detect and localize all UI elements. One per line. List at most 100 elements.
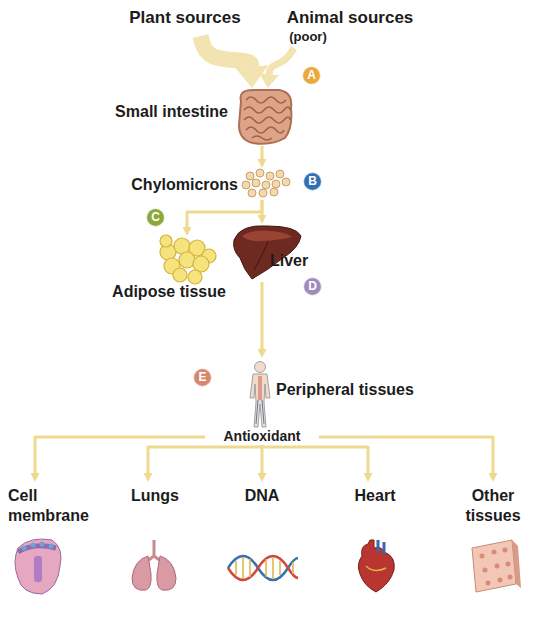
human-figure (256, 400, 264, 424)
node-label: (poor) (278, 29, 338, 45)
callout-circle-fill (147, 209, 165, 227)
pathway-label: Antioxidant (205, 428, 319, 445)
cell-membrane-icon (31, 543, 36, 548)
chylomicron-particles (256, 169, 264, 177)
callout-letter: B (303, 172, 322, 191)
flow-arrow (187, 200, 262, 227)
tissue-icon (480, 554, 485, 559)
liver-illustration (242, 231, 292, 242)
node-label: Adipose tissue (108, 282, 230, 302)
organ-node: Liver (232, 224, 332, 282)
lungs-icon (132, 556, 151, 590)
cell-membrane-icon (15, 539, 61, 594)
node-label: Animal sources (270, 8, 430, 29)
node-label: Lungs (120, 486, 190, 506)
small-intestine-illustration (244, 107, 290, 113)
callout-circle-fill (303, 67, 321, 85)
tissue-icon (483, 568, 488, 573)
small-intestine-illustration (252, 136, 272, 140)
adipose-tissue-illustration (173, 268, 187, 282)
node-label: Heart (340, 486, 410, 506)
callout-letter: E (193, 368, 212, 387)
chylomicron-particles (266, 172, 274, 180)
flow-arrow (261, 146, 264, 159)
tissue-icon (495, 564, 500, 569)
cell-membrane-icon (22, 542, 54, 551)
callout-letter: D (303, 277, 322, 296)
cell-membrane-icon (22, 546, 27, 551)
chylomicron-particles (282, 178, 290, 186)
tissue-icon (506, 562, 511, 567)
callout-letter: C (146, 208, 165, 227)
callout-circle: B (303, 172, 322, 191)
tissue-icon (472, 540, 521, 592)
human-figure (250, 362, 270, 428)
callout-circle: D (303, 277, 322, 296)
chylomicron-particles (242, 181, 250, 189)
organ-node: Adipose tissue (108, 236, 230, 302)
tissue-icon (508, 575, 513, 580)
chylomicron-particles (270, 188, 278, 196)
dna-icon (236, 557, 293, 579)
tissue-icon (498, 578, 503, 583)
lungs-icon (132, 540, 176, 590)
node-label: Chylomicrons (128, 175, 238, 195)
target-tissue: Cell membrane (8, 482, 98, 600)
cell-membrane-icon (15, 539, 61, 594)
target-tissue: Other tissues (456, 482, 530, 600)
chylomicron-particles (252, 179, 260, 187)
callout-circle-fill (194, 369, 212, 387)
small-intestine-illustration (244, 117, 290, 123)
tissue-icon (512, 540, 521, 588)
chylomicron-particles (248, 189, 256, 197)
chylomicron-particles (246, 172, 254, 180)
small-intestine-illustration (239, 90, 291, 144)
chylomicron-particles (242, 169, 290, 197)
flow-arrow (260, 200, 263, 215)
source-label: Plant sources (120, 4, 250, 36)
heart-icon (366, 566, 386, 571)
cell-membrane-icon (40, 542, 45, 547)
callout-circle-fill (304, 173, 322, 191)
node-label: Peripheral tissues (276, 380, 438, 400)
adipose-tissue-illustration (160, 235, 172, 247)
tissue-icon (492, 550, 497, 555)
callout-circle: A (302, 66, 321, 85)
heart-icon (358, 540, 394, 592)
dna-icon (228, 556, 298, 580)
body-node: Peripheral tissues (240, 358, 440, 430)
callout-circle: E (193, 368, 212, 387)
particle-node: Chylomicrons (128, 168, 293, 200)
chylomicron-particles (259, 189, 267, 197)
tissue-icon (503, 548, 508, 553)
dna-icon (228, 556, 298, 580)
heart-icon (358, 540, 394, 592)
liver-illustration (254, 242, 268, 270)
human-figure (255, 362, 266, 373)
chylomicron-particles (262, 181, 270, 189)
node-label: Plant sources (120, 8, 250, 29)
callout-circle: C (146, 208, 165, 227)
cell-membrane-icon (34, 556, 42, 582)
node-label: Small intestine (100, 102, 228, 122)
small-intestine-illustration (246, 97, 286, 103)
chylomicron-particles (272, 180, 280, 188)
flow-arrow (261, 282, 264, 349)
node-label: DNA (225, 486, 299, 506)
tissue-icon (472, 540, 516, 592)
target-tissue: Heart (340, 482, 410, 600)
adipose-tissue-illustration (160, 235, 216, 284)
callout-circle-fill (304, 278, 322, 296)
flow-arrow (201, 36, 252, 66)
node-label: Liver (270, 251, 330, 271)
chylomicron-particles (276, 170, 284, 178)
node-label: Other tissues (456, 486, 530, 525)
small-intestine-illustration (246, 127, 284, 133)
cell-membrane-icon (49, 544, 54, 549)
human-figure (259, 376, 261, 400)
tissue-icon (486, 581, 491, 586)
human-figure (250, 374, 270, 427)
dna-icon (228, 556, 298, 580)
